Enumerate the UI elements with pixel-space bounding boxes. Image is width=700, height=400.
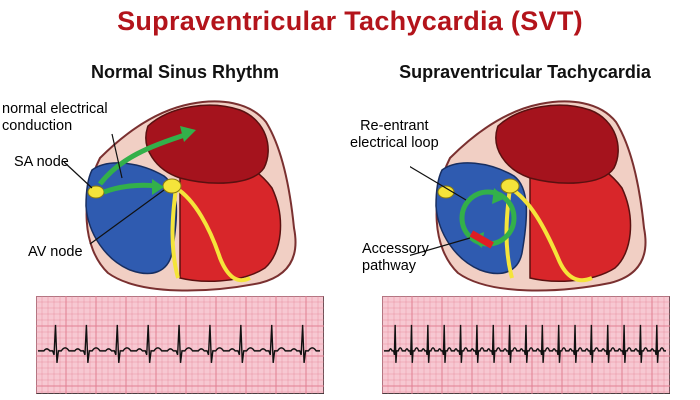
svt-sa-node: [437, 185, 455, 199]
normal-signal-arrow-up: [98, 131, 189, 186]
svt-ecg-grid: [382, 296, 670, 394]
normal-conduction-label: normal electrical conduction: [2, 101, 108, 134]
normal-av-node: [162, 178, 182, 194]
svt-loop-pointer: [410, 165, 467, 201]
page-title: Supraventricular Tachycardia (SVT): [117, 6, 583, 36]
svt-accessory-pathway: [469, 230, 494, 249]
normal-conduction-path: [170, 186, 251, 283]
normal-panel-title: Normal Sinus Rhythm: [90, 62, 280, 82]
svt-av-node: [500, 178, 520, 194]
svt-rhythm-ecg-strip: [382, 296, 670, 394]
normal-sa-node: [87, 185, 105, 199]
svt-loop-arrowhead-top: [492, 188, 506, 204]
reentrant-loop-label: Re-entrant electrical loop: [350, 118, 439, 151]
svt-panel-title: Supraventricular Tachycardia: [399, 62, 651, 82]
normal-ecg-trace: [38, 324, 320, 363]
sa-node-label: SA node: [14, 154, 69, 170]
normal-ecg-grid: [36, 296, 324, 394]
svt-accessory-pointer: [410, 237, 471, 256]
svt-heart-illustration: [410, 100, 647, 292]
av-node-label: AV node: [28, 244, 83, 260]
svt-ecg-trace: [384, 324, 666, 363]
normal-heart-atrium-red: [145, 104, 269, 184]
accessory-pathway-label: Accessory pathway: [362, 241, 429, 274]
svt-heart-atrium-red: [495, 104, 619, 184]
normal-rhythm-ecg-strip: [36, 296, 324, 394]
normal-signal-arrowhead-up: [180, 126, 196, 142]
